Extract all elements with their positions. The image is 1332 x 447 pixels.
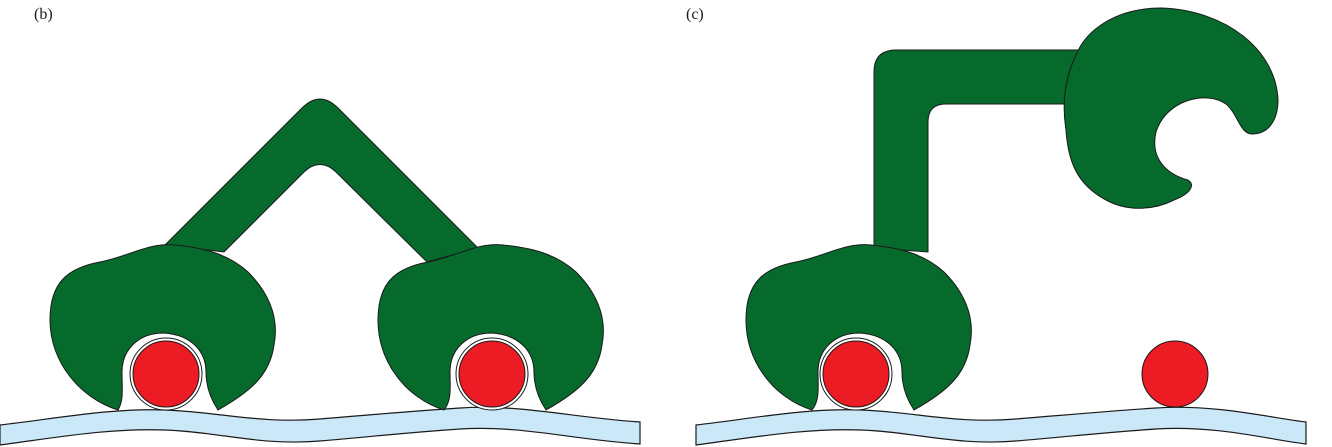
panel-b-diagram [0,98,641,446]
membrane [695,406,1307,446]
binding-head-bound [745,244,972,411]
panel-b: (b) [0,6,641,446]
ligand-left-core [132,340,200,408]
ligand-bound-core [822,340,890,408]
linker-arm [873,49,1087,253]
binding-head-unbound [1063,7,1279,209]
ligand-right-core [458,340,526,408]
panel-c: (c) [666,0,1332,447]
binding-head-right [377,244,604,411]
ligand-free [1141,340,1209,408]
linker-arm [163,98,479,263]
panel-c-diagram [695,7,1307,446]
panel-c-label: (c) [686,6,704,23]
panel-b-label: (b) [34,6,53,23]
binding-head-left [49,244,276,411]
membrane [0,406,641,446]
